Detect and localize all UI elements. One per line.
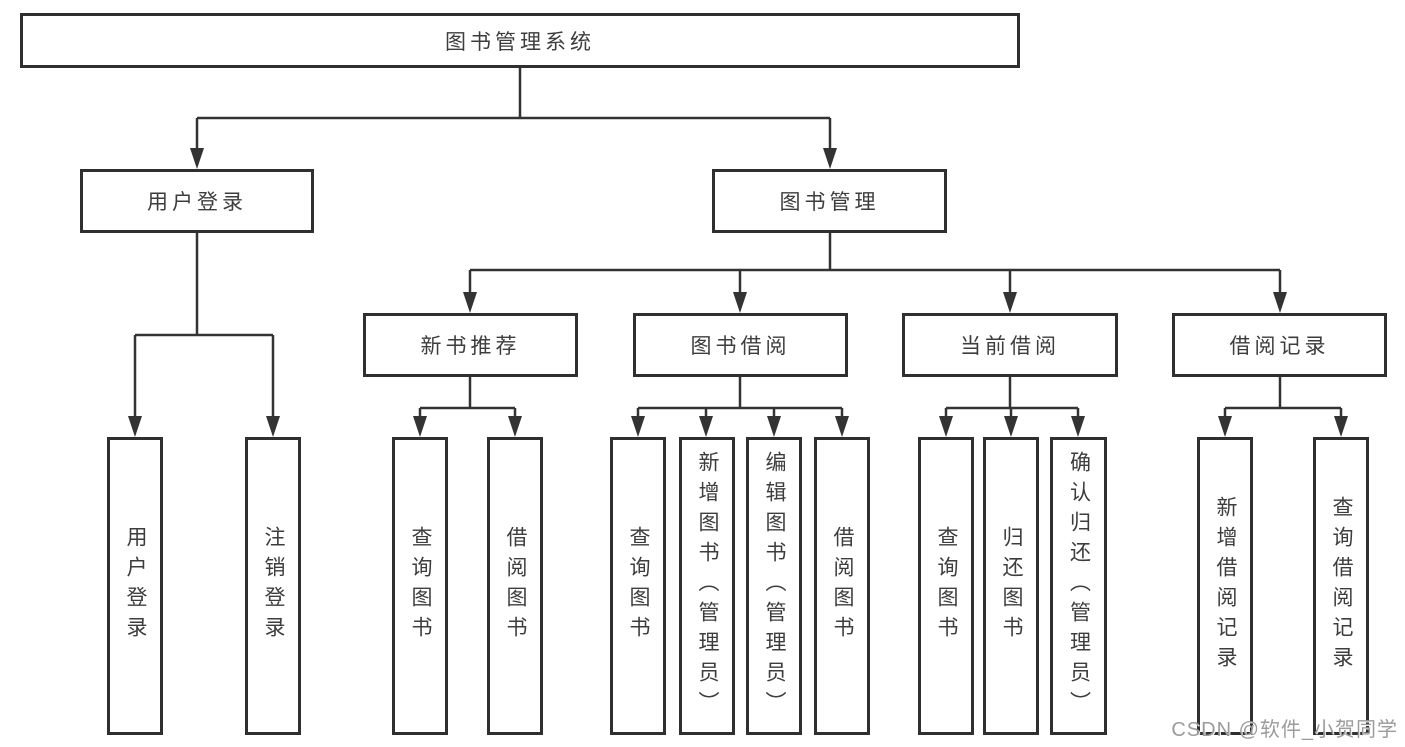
leaf-borrow-books-borrow: 借阅图书 [814, 437, 870, 735]
leaf-user-login-label: 用户登录 [124, 526, 148, 646]
node-book-management-label: 图书管理 [779, 191, 880, 214]
leaf-query-books-borrow-label: 查询图书 [627, 526, 651, 646]
leaf-borrow-books-newrec-label: 借阅图书 [504, 526, 528, 646]
node-user-login-label: 用户登录 [147, 191, 247, 214]
node-user-login: 用户登录 [80, 169, 314, 233]
leaf-user-login: 用户登录 [107, 437, 163, 735]
leaf-add-books-admin: 新增图书（管理员） [679, 437, 735, 735]
node-borrow-records-label: 借阅记录 [1229, 335, 1330, 358]
node-new-book-recommend-label: 新书推荐 [420, 335, 521, 358]
leaf-query-books-current: 查询图书 [918, 437, 974, 735]
node-root-label: 图书管理系统 [445, 30, 595, 54]
node-new-book-recommend: 新书推荐 [363, 313, 578, 377]
leaf-add-books-admin-label: 新增图书（管理员） [696, 451, 720, 721]
leaf-return-books: 归还图书 [983, 437, 1039, 735]
node-borrow-records: 借阅记录 [1172, 313, 1387, 377]
leaf-logout-label: 注销登录 [262, 526, 286, 646]
leaf-add-borrow-record-label: 新增借阅记录 [1214, 496, 1238, 676]
leaf-query-borrow-record: 查询借阅记录 [1313, 437, 1369, 735]
arrowheads [128, 148, 1348, 437]
leaf-query-books-newrec: 查询图书 [392, 437, 448, 735]
flow-lines [133, 68, 1343, 419]
leaf-query-books-newrec-label: 查询图书 [409, 526, 433, 646]
leaf-query-borrow-record-label: 查询借阅记录 [1330, 496, 1354, 676]
node-book-management: 图书管理 [712, 169, 947, 233]
leaf-query-books-current-label: 查询图书 [935, 526, 959, 646]
leaf-logout: 注销登录 [245, 437, 301, 735]
node-book-borrow: 图书借阅 [633, 313, 848, 377]
leaf-borrow-books-borrow-label: 借阅图书 [831, 526, 855, 646]
leaf-edit-books-admin: 编辑图书（管理员） [746, 437, 802, 735]
node-current-borrow-label: 当前借阅 [960, 335, 1060, 358]
node-current-borrow: 当前借阅 [902, 313, 1118, 377]
csdn-watermark: CSDN @软件_小贺同学 [1171, 719, 1398, 741]
leaf-confirm-return-admin: 确认归还（管理员） [1050, 437, 1107, 735]
leaf-query-books-borrow: 查询图书 [610, 437, 666, 735]
leaf-edit-books-admin-label: 编辑图书（管理员） [763, 451, 787, 721]
leaf-borrow-books-newrec: 借阅图书 [487, 437, 543, 735]
leaf-confirm-return-admin-label: 确认归还（管理员） [1067, 451, 1091, 721]
leaf-add-borrow-record: 新增借阅记录 [1197, 437, 1253, 735]
leaf-return-books-label: 归还图书 [1000, 526, 1024, 646]
node-root: 图书管理系统 [20, 13, 1020, 68]
node-book-borrow-label: 图书借阅 [690, 335, 791, 358]
